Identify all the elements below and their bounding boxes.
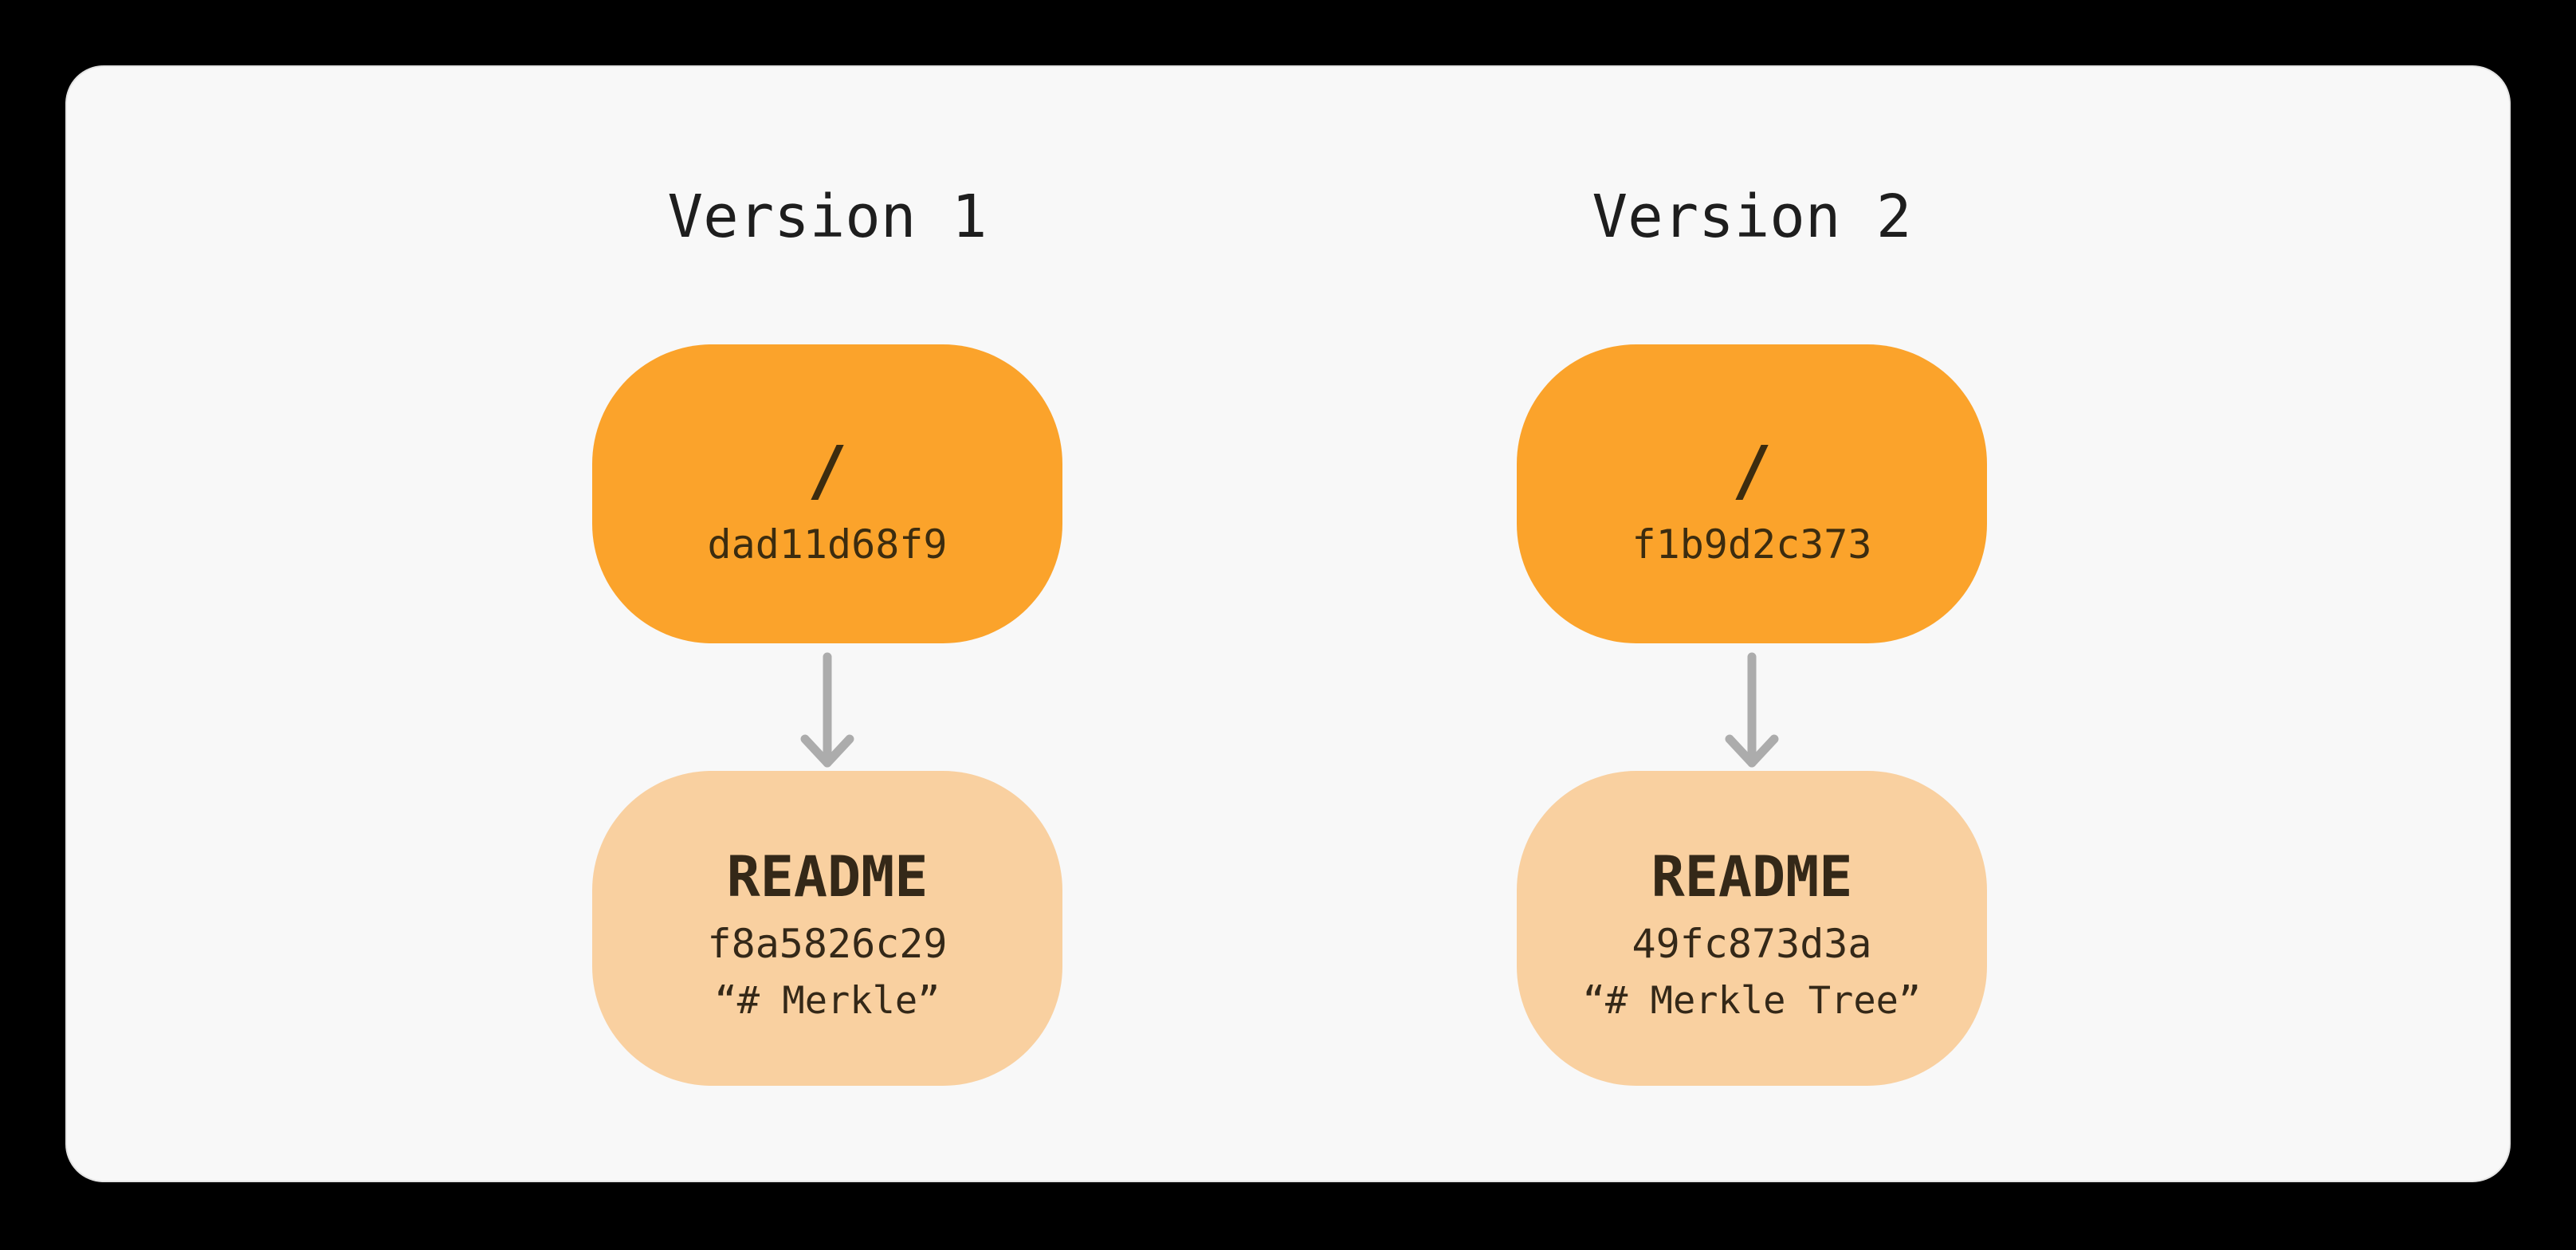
readme-file-node: README 49fc873d3a “# Merkle Tree”	[1517, 771, 1987, 1086]
node-name: /	[807, 430, 848, 509]
node-hash: 49fc873d3a	[1632, 920, 1872, 967]
node-hash: f8a5826c29	[707, 920, 948, 967]
arrow-down-icon	[800, 652, 854, 768]
arrow-down-icon	[1725, 652, 1779, 768]
version-heading: Version 1	[667, 183, 988, 251]
version-heading: Version 2	[1592, 183, 1912, 251]
root-directory-node: / f1b9d2c373	[1517, 344, 1987, 643]
tree-column-version-1: Version 1 / dad11d68f9 README f8a5826c29…	[592, 67, 1062, 1184]
file-content: “# Merkle Tree”	[1582, 978, 1922, 1023]
node-name: README	[1651, 843, 1853, 910]
tree-column-version-2: Version 2 / f1b9d2c373 README 49fc873d3a…	[1517, 67, 1987, 1184]
node-name: README	[726, 843, 929, 910]
file-content: “# Merkle”	[714, 978, 940, 1023]
node-name: /	[1731, 430, 1773, 509]
root-directory-node: / dad11d68f9	[592, 344, 1062, 643]
diagram-card: Version 1 / dad11d68f9 README f8a5826c29…	[65, 65, 2511, 1182]
readme-file-node: README f8a5826c29 “# Merkle”	[592, 771, 1062, 1086]
node-hash: dad11d68f9	[707, 521, 948, 568]
node-hash: f1b9d2c373	[1632, 521, 1872, 568]
